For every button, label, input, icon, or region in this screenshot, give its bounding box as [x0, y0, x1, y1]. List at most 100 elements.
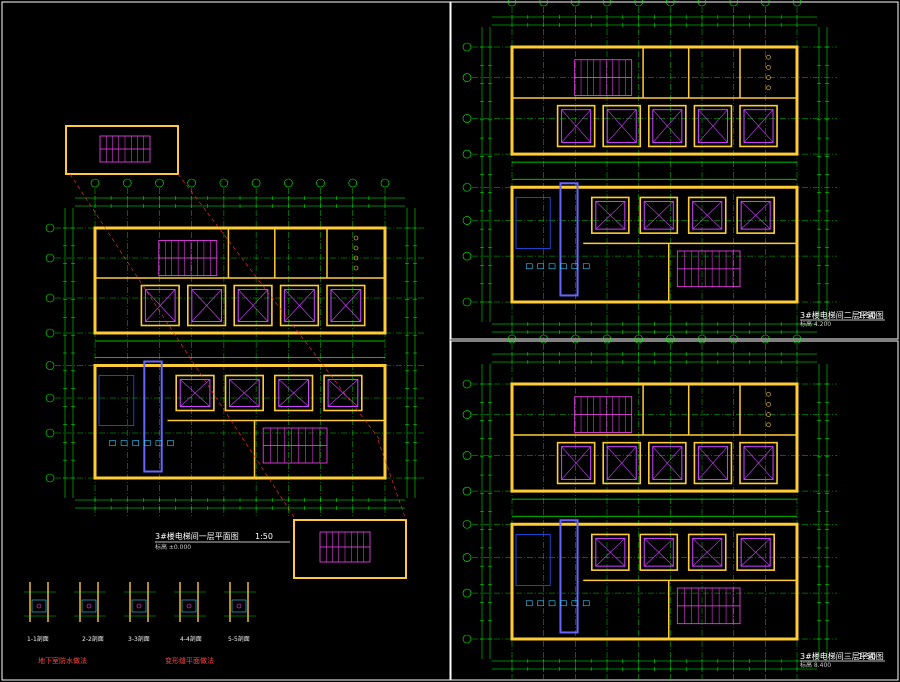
plan3-axis-bubble	[462, 588, 472, 598]
plan2-axis-bubble	[666, 0, 675, 7]
plan2-axis-bubble	[462, 114, 472, 123]
plan2-axis-bubble	[462, 73, 472, 82]
plan-title-1: 3#楼电梯间一层平面图	[155, 532, 239, 541]
panel-border-left	[1, 1, 451, 681]
plan2-fixture	[766, 85, 771, 91]
plan2-axis-bubble	[539, 0, 548, 7]
detail-3-joint	[131, 599, 147, 613]
plan2-axis-bubble	[761, 0, 770, 7]
detail-1-joint	[31, 599, 47, 613]
plan1-elevator-north-1-car	[191, 289, 223, 322]
plan1-axis-bubble	[380, 178, 390, 188]
plan3-elevator-north-2-shaft	[647, 441, 687, 485]
plan2-axis-bubble	[729, 0, 738, 7]
plan3-elevator-north-2-car	[652, 446, 683, 480]
plan-scale-3: 1:50	[858, 652, 876, 661]
plan2-elevator-north-2-car	[652, 109, 683, 143]
plan3-axis-bubble	[462, 451, 472, 460]
plan1-axis-bubble	[45, 223, 55, 233]
plan1-elevator-south-2-shaft	[273, 374, 314, 412]
plan1-elevator-north-3-shaft	[279, 284, 320, 327]
plan2-elevator-south-0-shaft	[590, 196, 630, 234]
plan2-axis-bubble	[697, 0, 707, 7]
plan2-elevator-north-4-cross	[743, 109, 774, 143]
plan1-axis-bubble	[284, 178, 293, 188]
plan2-elevator-south-1-car	[643, 200, 674, 230]
plan2-equipment-room	[515, 197, 551, 249]
plan1-elevator-north-3-cross	[284, 289, 315, 322]
plan3-axis-bubble	[634, 334, 643, 344]
plan2-elevator-north-0-car	[561, 109, 592, 143]
plan3-toilet-fixture	[571, 600, 579, 607]
plan2-wall-north-block	[510, 45, 799, 156]
plan1-axis-bubble	[90, 178, 100, 188]
plan3-elevator-south-1-shaft	[639, 533, 679, 571]
plan3-elevator-south-0-shaft	[590, 533, 630, 571]
plan2-elevator-south-2-shaft	[687, 196, 727, 234]
plan1-elevator-north-3-car	[284, 289, 315, 322]
leader-line	[69, 173, 297, 521]
detail-2-joint	[81, 599, 97, 613]
plan1-axis-bubble	[45, 473, 55, 483]
plan1-fixture	[353, 245, 359, 251]
detail-caption-a: 地下室防水做法	[38, 657, 87, 665]
plan2-elevator-north-4-car	[743, 109, 774, 143]
stair-detail-top	[65, 125, 179, 175]
plan3-elevator-north-1-car	[606, 446, 637, 480]
plan2-toilet-fixture	[582, 263, 590, 270]
plan2-elevator-south-3-shaft	[736, 196, 776, 234]
plan1-axis-bubble	[187, 178, 196, 188]
plan1-elevator-north-4-shaft	[326, 284, 366, 327]
plan3-toilet-fixture	[582, 600, 590, 607]
plan2-axis-bubble	[462, 297, 472, 307]
plan3-toilet-fixture	[537, 600, 544, 607]
plan3-axis-bubble	[507, 334, 517, 344]
plan1-elevator-north-1-cross	[191, 289, 222, 322]
plan3-axis-bubble	[462, 634, 472, 644]
plan1-axis-bubble	[45, 328, 55, 338]
plan3-axis-bubble	[462, 519, 472, 529]
plan1-elevator-north-2-car	[237, 289, 269, 322]
plan3-elevator-south-3-car	[740, 537, 771, 567]
plan3-axis-bubble	[792, 334, 802, 344]
plan1-elevator-south-2-car	[278, 379, 309, 407]
plan2-axis-bubble	[462, 42, 472, 52]
plan1-axis-bubble	[155, 178, 164, 188]
detail-5-marker	[236, 603, 242, 609]
plan1-elevator-north-1-shaft	[187, 284, 227, 327]
detail-3-marker	[136, 603, 142, 609]
plan3-elevator-south-3-cross	[740, 538, 771, 567]
plan1-axis-bubble	[45, 393, 55, 403]
plan3-elevator-north-2-cross	[652, 446, 683, 480]
plan1-axis-bubble	[45, 361, 55, 370]
plan1-toilet-fixture	[120, 440, 128, 446]
plan3-elevator-north-4-shaft	[739, 441, 778, 485]
plan1-elevator-south-0-car	[179, 379, 211, 407]
plan2-axis-bubble	[462, 149, 472, 159]
plan1-elevator-north-4-cross	[330, 289, 361, 322]
plan1-elevator-north-2-shaft	[233, 284, 273, 327]
plan3-elevator-north-0-shaft	[556, 441, 596, 485]
detail-label-3: 3-3剖面	[128, 636, 150, 643]
plan1-elevator-north-0-cross	[145, 289, 176, 322]
plan1-shaft-highlight	[143, 360, 163, 473]
plan3-elevator-south-1-car	[643, 537, 674, 567]
plan2-elevator-north-1-car	[606, 109, 637, 143]
plan3-equipment-room	[515, 534, 551, 586]
plan3-elevator-north-4-cross	[743, 446, 774, 480]
plan3-elevator-north-3-car	[697, 446, 728, 480]
plan2-elevator-north-2-shaft	[647, 104, 687, 148]
plan3-axis-bubble	[602, 334, 612, 344]
plan3-toilet-fixture	[548, 600, 556, 607]
plan1-elevator-south-3-car	[327, 379, 359, 407]
plan3-axis-bubble	[462, 553, 472, 562]
detail-2-marker	[86, 603, 92, 609]
plan2-elevator-north-3-car	[697, 109, 728, 143]
plan1-elevator-south-1-car	[229, 379, 260, 407]
plan2-axis-bubble	[462, 216, 472, 225]
plan2-elevator-north-2-cross	[652, 109, 683, 143]
plan2-wall-south-block	[510, 185, 799, 304]
detail-label-2: 2-2剖面	[82, 636, 104, 643]
plan3-axis-bubble	[462, 486, 472, 496]
